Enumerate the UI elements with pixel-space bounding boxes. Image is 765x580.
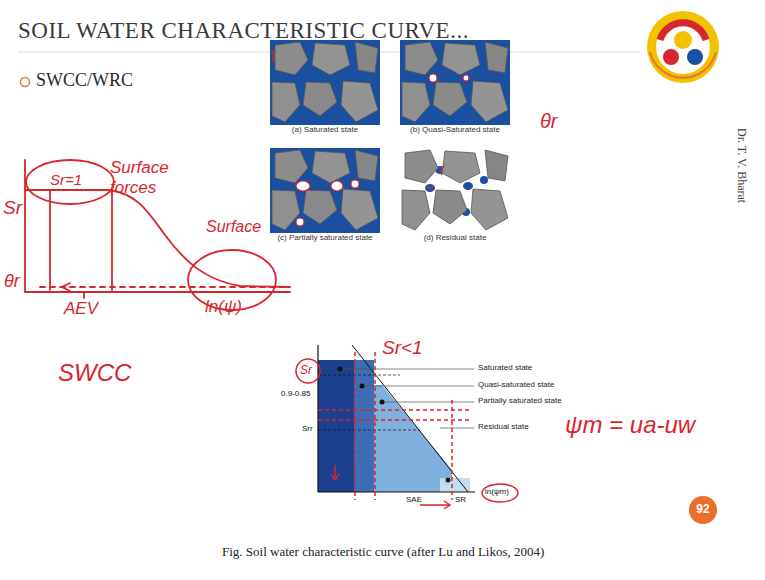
state-caption: (d) Residual state — [394, 234, 516, 243]
pore-state-figure: (a) Saturated state — [264, 38, 386, 138]
state-label: Quasi-saturated state — [478, 381, 554, 390]
handwritten-note: AEV — [64, 300, 98, 319]
state-caption: (c) Partially saturated state — [264, 234, 386, 243]
axis-value: SR — [455, 496, 466, 505]
axis-title: ln(ψm) — [485, 488, 509, 497]
handwritten-note: θr — [540, 110, 558, 132]
state-caption: (a) Saturated state — [264, 126, 386, 135]
handwritten-note: Surface — [206, 218, 261, 236]
state-label: Saturated state — [478, 364, 532, 373]
page-number-text: 92 — [696, 503, 709, 516]
handwritten-equation: ψm = ua-uw — [565, 412, 695, 438]
handwritten-note: Sr=1 — [50, 172, 82, 189]
state-label: Partially saturated state — [478, 397, 562, 406]
author-name: Dr. T. V. Bharat — [735, 128, 748, 203]
axis-value: Srr — [302, 425, 313, 434]
axis-value: 0.9-0.85 — [281, 390, 310, 399]
bullet-text: SWCC/WRC — [36, 71, 133, 91]
handwritten-note: θr — [4, 272, 20, 292]
slide-title: SOIL WATER CHARACTERISTIC CURVE... — [18, 18, 469, 43]
handwritten-note: Sr — [3, 198, 22, 219]
pore-state-figure: (c) Partially saturated state — [264, 146, 386, 246]
pore-state-figure: (b) Quasi-Saturated state — [394, 38, 516, 138]
handwritten-note: SWCC — [58, 360, 131, 386]
handwritten-note: Surface forces — [110, 158, 190, 199]
figure-caption: Fig. Soil water characteristic curve (af… — [222, 545, 544, 559]
pore-state-figure: (d) Residual state — [394, 146, 516, 246]
handwritten-note: Sr<1 — [382, 338, 423, 359]
axis-value: SAE — [406, 496, 422, 505]
handwritten-note: Sr — [300, 364, 312, 377]
state-caption: (b) Quasi-Saturated state — [394, 126, 516, 135]
state-label: Residual state — [478, 423, 529, 432]
page-number: 92 — [689, 496, 717, 524]
handwritten-note: ln(ψ) — [205, 298, 242, 317]
